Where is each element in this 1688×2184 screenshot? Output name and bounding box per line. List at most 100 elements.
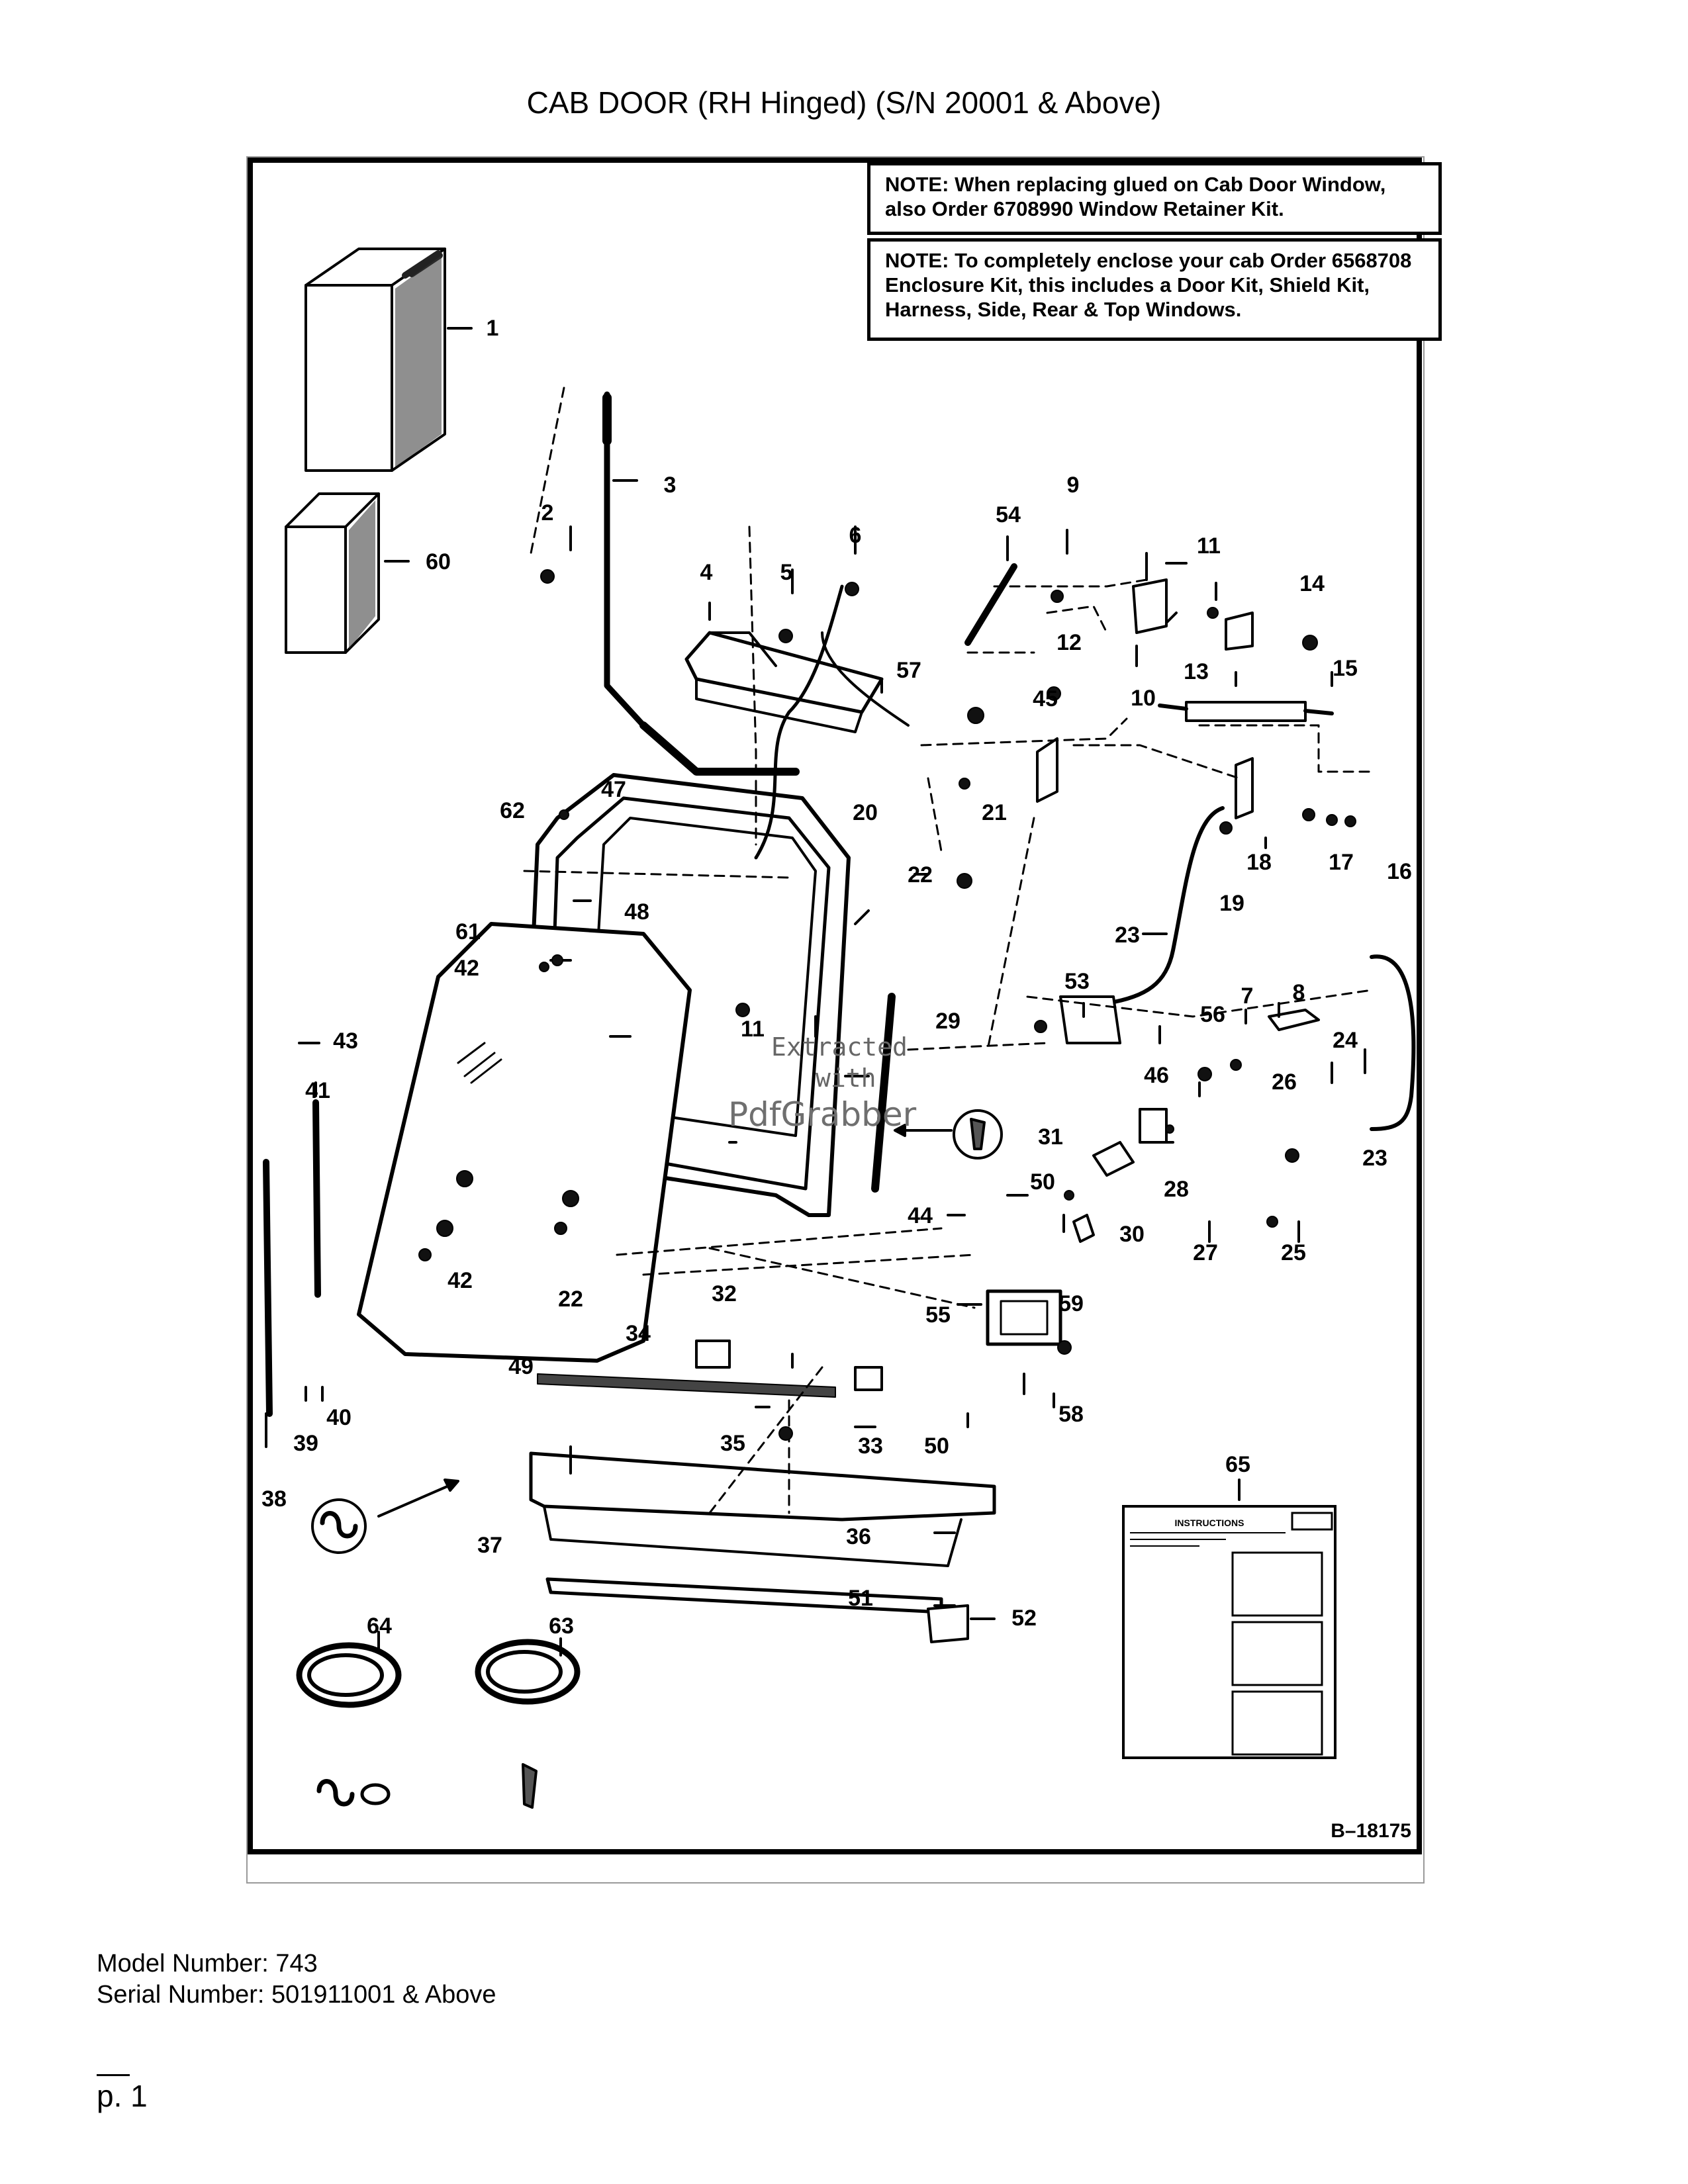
- top-door-bracket: [684, 631, 884, 733]
- hinge-bracket: [1132, 578, 1254, 651]
- callout-2: 2: [541, 500, 554, 525]
- drawing-number: B–18175: [1331, 1820, 1411, 1842]
- door-seal-vertical: [871, 993, 896, 1193]
- callout-26: 26: [1272, 1069, 1297, 1095]
- model-number: Model Number: 743: [97, 1950, 318, 1978]
- seal-strip: [537, 1373, 836, 1398]
- callout-34: 34: [626, 1321, 651, 1346]
- callout-32: 32: [712, 1281, 737, 1306]
- note-text: When replacing glued on Cab Door Window,…: [885, 173, 1386, 220]
- callout-39: 39: [293, 1431, 318, 1456]
- callout-61: 61: [455, 919, 481, 944]
- callout-14: 14: [1299, 571, 1325, 596]
- callout-37: 37: [477, 1533, 502, 1558]
- callout-42b: 42: [447, 1268, 473, 1293]
- page-divider: [97, 2074, 130, 2076]
- decal-33: [854, 1366, 883, 1391]
- callout-41: 41: [305, 1078, 330, 1103]
- callout-25: 25: [1281, 1240, 1306, 1265]
- callout-1: 1: [487, 316, 499, 341]
- callout-8: 8: [1293, 980, 1305, 1005]
- callout-16: 16: [1387, 859, 1412, 884]
- callout-18: 18: [1246, 850, 1272, 875]
- callout-59: 59: [1058, 1291, 1084, 1316]
- manual-box-small: [285, 492, 380, 654]
- callout-44: 44: [908, 1203, 933, 1228]
- callout-45: 45: [1033, 686, 1058, 711]
- callout-29: 29: [935, 1009, 961, 1034]
- page-title: CAB DOOR (RH Hinged) (S/N 20001 & Above): [526, 85, 1162, 120]
- callout-20: 20: [853, 800, 878, 825]
- callout-15: 15: [1333, 656, 1358, 681]
- callout-63: 63: [549, 1614, 574, 1639]
- callout-31: 31: [1038, 1124, 1063, 1150]
- latch-rod: [1105, 806, 1416, 1131]
- callout-49: 49: [508, 1354, 534, 1379]
- door-link: [964, 563, 1017, 646]
- callout-28: 28: [1164, 1177, 1189, 1202]
- note-text: To completely enclose your cab Order 656…: [885, 249, 1412, 321]
- callout-13: 13: [1184, 659, 1209, 684]
- callout-35: 35: [720, 1431, 745, 1456]
- callout-33: 33: [858, 1433, 883, 1459]
- callout-6: 6: [849, 523, 862, 548]
- callout-54: 54: [996, 502, 1021, 527]
- watermark-with: with: [816, 1064, 876, 1093]
- callout-12: 12: [1056, 630, 1082, 655]
- callout-7: 7: [1241, 983, 1254, 1009]
- callout-27: 27: [1193, 1240, 1218, 1265]
- callout-11b: 11: [741, 1017, 765, 1042]
- seal-coil-64: [296, 1642, 402, 1708]
- watermark-extracted: Extracted: [771, 1032, 908, 1062]
- wire-harness: [754, 584, 910, 860]
- latch-bracket: [1059, 995, 1121, 1044]
- callout-43: 43: [333, 1028, 358, 1054]
- callout-9: 9: [1067, 473, 1080, 498]
- diagram-outer-frame: [246, 156, 1425, 1884]
- seal-profile-detail: [311, 1498, 391, 1807]
- callout-47: 47: [601, 777, 626, 802]
- note-window-retainer: NOTE: When replacing glued on Cab Door W…: [867, 162, 1442, 235]
- callout-19: 19: [1219, 891, 1244, 916]
- inner-door-handle: [986, 1289, 1062, 1346]
- callout-42a: 42: [454, 956, 479, 981]
- seal-profile-detail-2: [522, 1109, 1003, 1809]
- callout-22a: 22: [908, 862, 933, 887]
- callout-52: 52: [1011, 1606, 1037, 1631]
- callout-60: 60: [426, 549, 451, 574]
- callout-46: 46: [1144, 1063, 1169, 1088]
- callout-50a: 50: [1030, 1169, 1055, 1195]
- callout-4: 4: [700, 560, 713, 585]
- callout-10: 10: [1131, 686, 1156, 711]
- bottom-kick-panel: [529, 1451, 996, 1567]
- page-number: p. 1: [97, 2079, 148, 2113]
- note-enclosure-kit: NOTE: To completely enclose your cab Ord…: [867, 238, 1442, 341]
- callout-23b: 23: [1362, 1146, 1387, 1171]
- striker-bracket: [1036, 737, 1058, 803]
- callout-48: 48: [624, 899, 649, 925]
- callout-24: 24: [1333, 1028, 1358, 1053]
- callout-36: 36: [846, 1524, 871, 1549]
- gas-spring: [1158, 701, 1334, 722]
- callout-5: 5: [780, 560, 793, 585]
- callout-21: 21: [982, 800, 1007, 825]
- callout-57: 57: [896, 658, 921, 683]
- callout-64: 64: [367, 1614, 392, 1639]
- callout-3: 3: [664, 473, 677, 498]
- callout-53: 53: [1064, 969, 1090, 994]
- callout-11a: 11: [1197, 533, 1221, 559]
- callout-40: 40: [326, 1405, 352, 1430]
- callout-30: 30: [1119, 1222, 1145, 1247]
- decal-32: [695, 1340, 731, 1369]
- callout-17: 17: [1329, 850, 1354, 875]
- callout-65: 65: [1225, 1452, 1250, 1477]
- instructions-card: INSTRUCTIONS: [1122, 1505, 1336, 1759]
- callout-55: 55: [925, 1302, 951, 1328]
- door-window-glass: [357, 922, 692, 1363]
- callout-23a: 23: [1115, 923, 1140, 948]
- callout-56: 56: [1200, 1002, 1225, 1027]
- watermark-brand: PdfGrabber: [728, 1095, 917, 1134]
- latch-plate: [1235, 757, 1254, 819]
- callout-38: 38: [261, 1486, 287, 1512]
- callout-22b: 22: [558, 1287, 583, 1312]
